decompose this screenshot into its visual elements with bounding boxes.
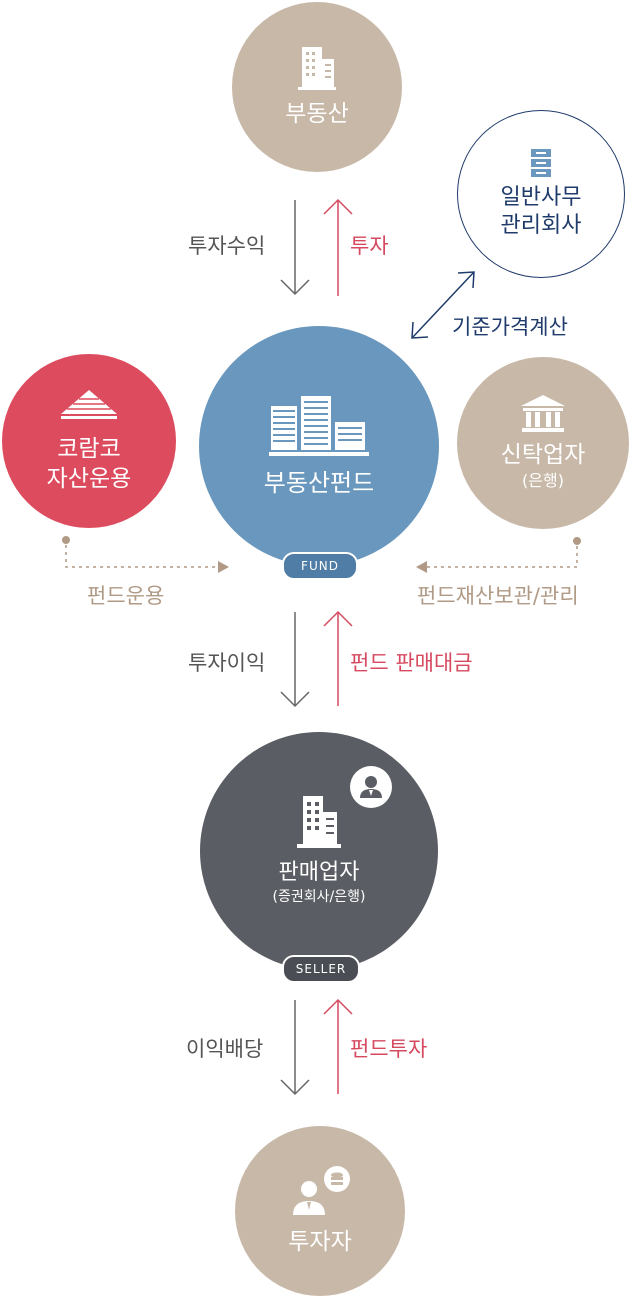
arrow-up-invest (323, 198, 353, 296)
label-invest-return: 투자수익 (188, 234, 266, 258)
node-admin-company: 일반사무 관리회사 (457, 110, 625, 278)
node-real-estate: 부동산 (232, 2, 402, 172)
building-icon (297, 796, 341, 848)
label-invest-profit: 투자이익 (188, 651, 266, 675)
fund-label: 부동산펀드 (263, 469, 375, 497)
arrow-diagonal-nav (411, 271, 475, 339)
korameco-line2: 자산운용 (46, 466, 132, 492)
node-real-estate-fund: 부동산펀드 (199, 326, 439, 566)
korameco-line1: 코람코 (57, 436, 121, 462)
label-fund-mgmt: 펀드운용 (87, 584, 165, 608)
label-invest: 투자 (350, 234, 389, 258)
server-icon (531, 149, 551, 177)
node-seller: 판매업자 (증권회사/은행) (200, 732, 438, 970)
seller-label: 판매업자 (278, 860, 360, 885)
arrow-up-fund-invest (323, 998, 353, 1094)
node-investor: 투자자 (235, 1126, 405, 1296)
node-trustee: 신탁업자 (은행) (457, 357, 629, 529)
label-fund-invest: 펀드투자 (350, 1037, 428, 1061)
connector-fund-mgmt (62, 536, 229, 573)
buildings-icon (269, 396, 369, 456)
node-korameco: 코람코 자산운용 (2, 354, 176, 528)
korameco-logo-icon (61, 390, 117, 419)
investor-label: 투자자 (288, 1229, 352, 1255)
arrow-down-invest-return (280, 200, 310, 296)
arrow-down-dividend (280, 1000, 310, 1096)
bank-icon (521, 395, 565, 432)
label-fund-sales-proceeds: 펀드 판매대금 (350, 651, 473, 675)
admin-line2: 관리회사 (500, 213, 582, 238)
admin-line1: 일반사무 (500, 185, 582, 210)
person-bubble-icon (350, 766, 392, 808)
label-asset-custody: 펀드재산보관/관리 (417, 584, 579, 608)
real-estate-label: 부동산 (285, 101, 349, 127)
connector-custody (416, 537, 581, 573)
arrow-down-invest-profit (280, 612, 310, 708)
label-nav-calc: 기준가격계산 (452, 315, 568, 339)
seller-sub: (증권회사/은행) (272, 889, 366, 905)
arrow-up-sales-proceeds (323, 610, 353, 706)
seller-badge: SELLER (282, 955, 360, 983)
building-icon (298, 47, 336, 90)
fund-badge: FUND (282, 552, 358, 580)
trustee-sub: (은행) (522, 471, 564, 490)
label-dividend: 이익배당 (186, 1037, 264, 1061)
trustee-label: 신탁업자 (500, 442, 586, 468)
investor-icon (293, 1166, 350, 1215)
